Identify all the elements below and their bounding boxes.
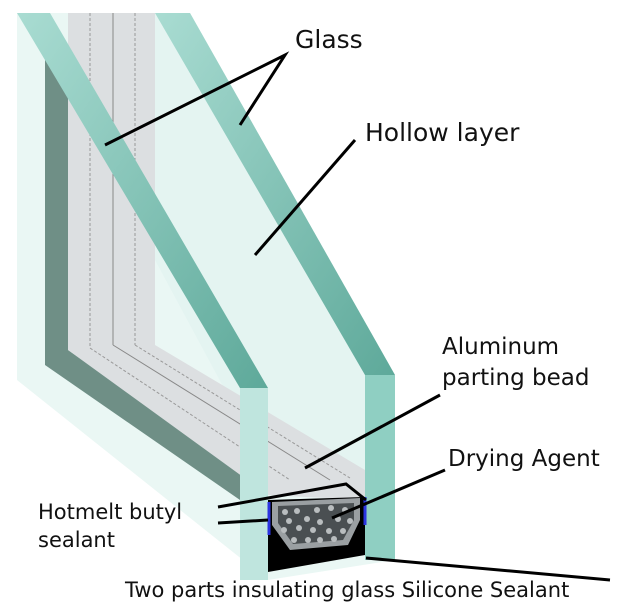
label-silicone-sealant: Two parts insulating glass Silicone Seal… [124, 578, 569, 602]
label-drying-agent: Drying Agent [448, 446, 600, 472]
label-aluminum-line1: Aluminum [442, 334, 559, 360]
label-hollow-layer: Hollow layer [365, 118, 520, 147]
spacer-frame [68, 13, 365, 500]
outer-frame-strip [45, 60, 240, 500]
label-hotmelt-line2: sealant [38, 528, 115, 552]
left-glass-front [240, 388, 268, 580]
hollow-layer-leader-line [253, 139, 357, 256]
label-aluminum-line2: parting bead [442, 365, 590, 391]
right-glass-front [365, 375, 395, 560]
hotmelt-leader-line-2 [217, 518, 269, 525]
label-hotmelt-line1: Hotmelt butyl [38, 500, 182, 524]
label-glass: Glass [295, 25, 363, 54]
spacer-line [112, 344, 331, 481]
left-glass-edge [17, 13, 268, 388]
hollow-layer-area [155, 13, 365, 480]
silicone-leader-line [365, 556, 611, 582]
right-glass-edge [155, 13, 395, 375]
drying-agent-leader-line [331, 468, 446, 520]
aluminum-leader-line [304, 393, 441, 470]
glass-leader-line [104, 51, 290, 147]
hotmelt-leader-line-1 [217, 482, 367, 509]
